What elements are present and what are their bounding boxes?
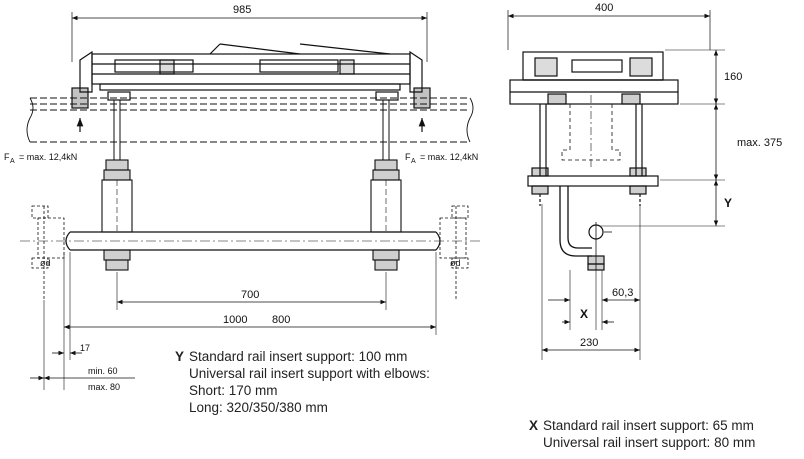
caption-x-line2: Universal rail insert support: 80 mm: [543, 435, 756, 450]
svg-text:A: A: [411, 158, 416, 165]
caption-x: X Standard rail insert support: 65 mm Uni…: [529, 417, 755, 451]
caption-y-line4: Long: 320/350/380 mm: [189, 400, 328, 415]
label-y: Y: [724, 196, 732, 210]
dim-985: 985: [233, 4, 251, 16]
svg-text:A: A: [10, 158, 15, 165]
caption-y-line3: Short: 170 mm: [189, 383, 278, 398]
caption-y-line1: Standard rail insert support: 100 mm: [189, 349, 408, 364]
rail-band: [26, 97, 474, 143]
force-label-left: F A = max. 12,4kN: [4, 152, 77, 165]
support-pipe: [20, 231, 480, 251]
left-hanger-assembly: [101, 159, 133, 271]
label-x: X: [580, 307, 588, 321]
dim-800: 800: [272, 314, 290, 326]
force-label-right: F A = max. 12,4kN: [405, 152, 478, 165]
dim-60-3: 60,3: [612, 287, 633, 299]
caption-y-key: Y: [175, 349, 185, 364]
svg-text:= max. 12,4kN: = max. 12,4kN: [19, 152, 77, 162]
dim-max-375: max. 375: [737, 137, 782, 149]
left-front-view: [20, 12, 480, 390]
dim-1000: 1000: [223, 314, 247, 326]
right-hanger-assembly: [370, 159, 402, 271]
od-left: ød: [40, 258, 51, 268]
svg-text:F: F: [405, 152, 411, 162]
dim-17: 17: [80, 343, 90, 353]
right-side-view: [507, 10, 725, 360]
caption-y-line2: Universal rail insert support with elbow…: [189, 366, 430, 381]
od-right: ød: [450, 258, 461, 268]
caption-y: Y Standard rail insert support: 100 mm Un…: [175, 348, 430, 416]
caption-x-key: X: [529, 418, 539, 433]
dim-700: 700: [241, 289, 259, 301]
dim-min-60: min. 60: [88, 366, 118, 376]
svg-text:F: F: [4, 152, 10, 162]
dim-400: 400: [595, 2, 613, 14]
pipe-end-right: [439, 205, 469, 300]
caption-x-line1: Standard rail insert support: 65 mm: [543, 418, 754, 433]
svg-text:= max. 12,4kN: = max. 12,4kN: [420, 152, 478, 162]
pipe-end-left: [31, 205, 65, 300]
dim-160: 160: [724, 71, 742, 83]
dim-max-80: max. 80: [88, 382, 120, 392]
hanger-rods: [113, 100, 390, 160]
top-carriage: [71, 43, 431, 109]
dim-230: 230: [580, 337, 598, 349]
